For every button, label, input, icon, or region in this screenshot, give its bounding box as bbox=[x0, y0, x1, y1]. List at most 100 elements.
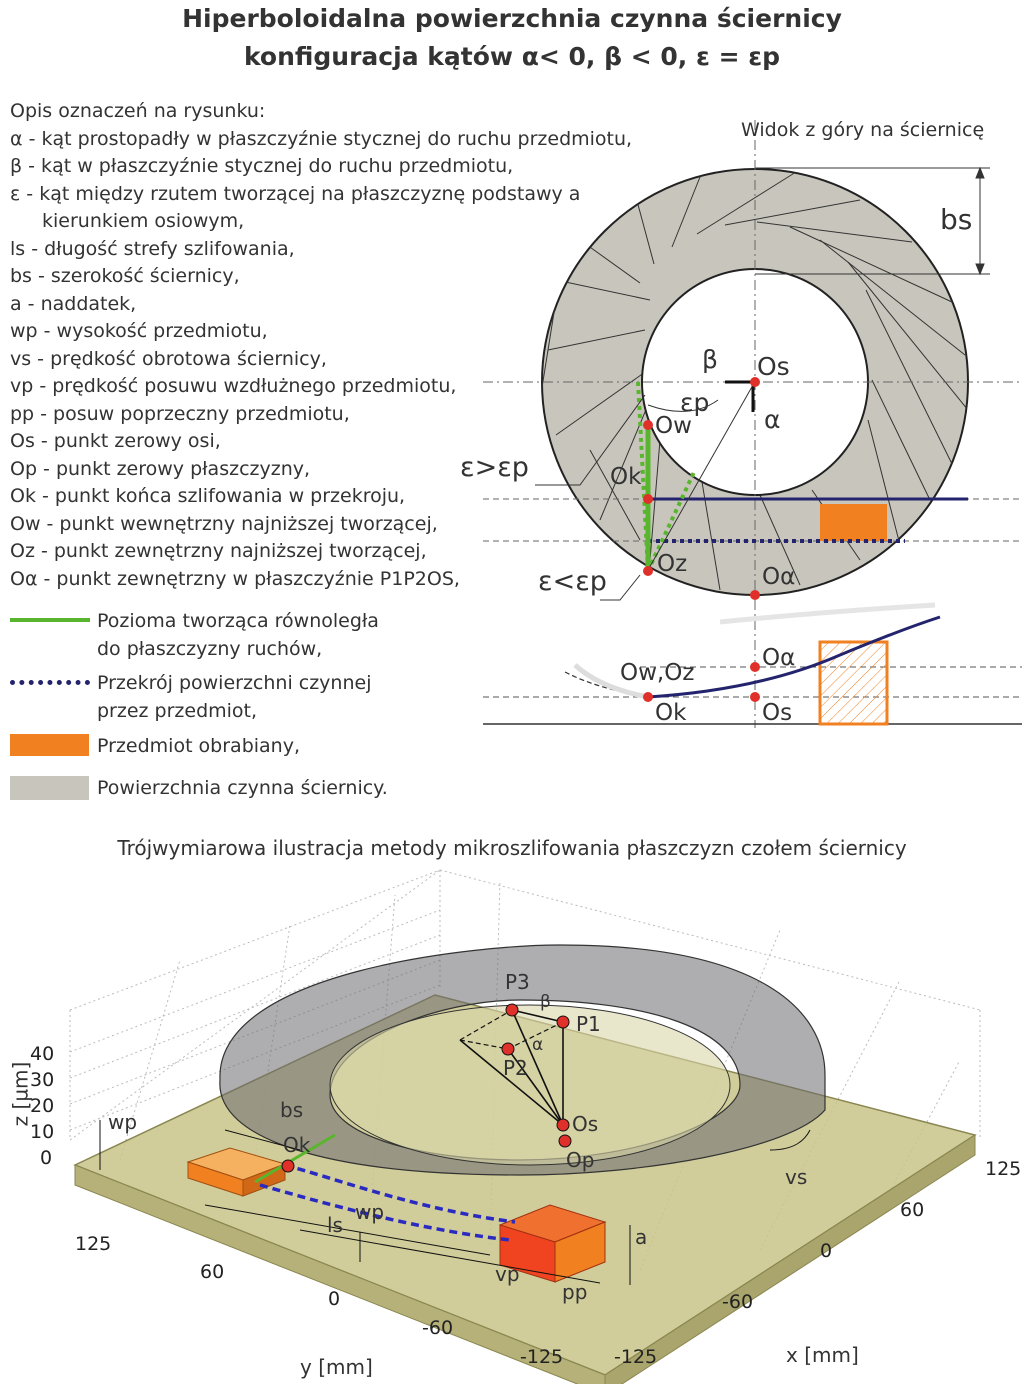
label-ow: Ow bbox=[655, 413, 692, 439]
side-label-oalpha: Oα bbox=[762, 645, 796, 671]
plot3d-title: Trójwymiarowa ilustracja metody mikroszl… bbox=[117, 836, 907, 860]
oalpha-point bbox=[750, 590, 760, 600]
legend-item: bs - szerokość ściernicy, bbox=[10, 265, 240, 287]
legend-item: Ow - punkt wewnętrzny najniższej tworząc… bbox=[10, 512, 438, 535]
oz-point bbox=[643, 566, 653, 576]
plot3d-ticks: 40 30 20 10 0 125 60 0 -60 -125 -125 -60… bbox=[30, 1043, 1021, 1368]
legend-item: α - kąt prostopadły w płaszczyźnie stycz… bbox=[10, 127, 633, 150]
construction-lines bbox=[459, 1009, 564, 1126]
plate-side-left bbox=[74, 1164, 606, 1384]
label-vs-3d: vs bbox=[785, 1165, 808, 1189]
legend-heading: Opis oznaczeń na rysunku: bbox=[10, 100, 266, 122]
legend-item: vs - prędkość obrotowa ściernicy, bbox=[10, 347, 327, 370]
x-tick: -60 bbox=[722, 1291, 753, 1313]
top-view-workpiece bbox=[820, 504, 887, 541]
label-vp-3d: vp bbox=[495, 1262, 520, 1286]
plate-side-right bbox=[604, 1134, 976, 1384]
side-label-ok: Ok bbox=[655, 700, 687, 726]
eps-lt-leader bbox=[600, 574, 641, 601]
label-a-3d: a bbox=[635, 1225, 648, 1249]
label-os: Os bbox=[757, 352, 790, 381]
wheel-inner-disk bbox=[329, 1004, 731, 1166]
y-axis-label: y [mm] bbox=[300, 1355, 373, 1379]
z-tick: 40 bbox=[30, 1043, 54, 1065]
label-pp-3d: pp bbox=[562, 1280, 588, 1304]
x-tick: -125 bbox=[614, 1346, 657, 1368]
label-bs: bs bbox=[940, 203, 973, 236]
orange-swatch bbox=[10, 734, 89, 756]
wheel-generatrix-lines bbox=[542, 171, 968, 591]
x-axis-label: x [mm] bbox=[786, 1343, 859, 1367]
z-tick: 10 bbox=[30, 1121, 54, 1143]
z-tick: 0 bbox=[40, 1147, 52, 1169]
x-tick: 125 bbox=[985, 1158, 1021, 1180]
label-eps-gt: ε>εp bbox=[460, 452, 529, 483]
z-axis-label: z [µm] bbox=[8, 1061, 33, 1127]
ok-point bbox=[643, 494, 653, 504]
eps-gt-leader bbox=[535, 394, 646, 486]
label-ok-3d: Ok bbox=[283, 1133, 311, 1157]
side-label-os: Os bbox=[762, 700, 793, 726]
x-tick: 0 bbox=[820, 1240, 832, 1262]
gray-swatch bbox=[10, 776, 89, 800]
legend-item: ls - długość strefy szlifowania, bbox=[10, 237, 295, 260]
label-p2: P2 bbox=[503, 1056, 528, 1080]
label-ok: Ok bbox=[610, 464, 642, 490]
label-ls-3d: ls bbox=[327, 1213, 343, 1237]
dimension-lines-3d bbox=[99, 1120, 811, 1285]
label-eps-p: εp bbox=[680, 388, 710, 417]
legend-item: Os - punkt zerowy osi, bbox=[10, 430, 221, 452]
os-point bbox=[750, 377, 760, 387]
label-p1: P1 bbox=[576, 1012, 601, 1036]
y-tick: 125 bbox=[75, 1233, 111, 1255]
legend-item: a - naddatek, bbox=[10, 292, 137, 315]
legend-item: vp - prędkość posuwu wzdłużnego przedmio… bbox=[10, 375, 457, 397]
legend-item: Op - punkt zerowy płaszczyzny, bbox=[10, 457, 311, 480]
key-green-1: Pozioma tworząca równoległa bbox=[97, 610, 379, 632]
y-tick: 60 bbox=[200, 1261, 224, 1283]
legend-item: kierunkiem osiowym, bbox=[42, 210, 245, 232]
blue-section-3d-1 bbox=[284, 1163, 516, 1224]
y-tick: 0 bbox=[328, 1288, 340, 1310]
label-beta: β bbox=[702, 345, 718, 374]
label-alpha-3d: α bbox=[532, 1035, 544, 1055]
key-gray: Powierzchnia czynna ściernicy. bbox=[97, 777, 388, 799]
label-wp2-3d: wp bbox=[355, 1200, 385, 1224]
main-title-line-1: Hiperboloidalna powierzchnia czynna ście… bbox=[182, 4, 842, 33]
z-tick: 20 bbox=[30, 1095, 54, 1117]
label-p3: P3 bbox=[505, 970, 530, 994]
label-oalpha: Oα bbox=[762, 564, 796, 590]
green-line-3d bbox=[254, 1133, 336, 1184]
green-line-swatch bbox=[10, 618, 90, 622]
legend-item: wp - wysokość przedmiotu, bbox=[10, 320, 268, 342]
label-wp-3d: wp bbox=[108, 1110, 138, 1134]
main-title-line-2: konfiguracja kątów α< 0, β < 0, ε = εp bbox=[243, 42, 781, 71]
side-view bbox=[483, 602, 1022, 726]
x-tick: 60 bbox=[900, 1199, 924, 1221]
top-view-title: Widok z góry na ściernicę bbox=[741, 119, 985, 141]
plot3d bbox=[69, 869, 981, 1384]
label-os-3d: Os bbox=[572, 1112, 599, 1136]
ow-point bbox=[643, 420, 653, 430]
side-view-workpiece bbox=[818, 640, 889, 726]
side-label-owoz: Ow,Oz bbox=[620, 660, 695, 686]
green-dotted-generatrix-2 bbox=[646, 469, 697, 572]
label-eps-lt: ε<εp bbox=[538, 566, 607, 597]
key-orange: Przedmiot obrabiany, bbox=[97, 735, 301, 757]
y-tick: -60 bbox=[422, 1317, 453, 1339]
legend-item: Oα - punkt zewnętrzny w płaszczyźnie P1P… bbox=[10, 567, 460, 590]
eps-arc bbox=[647, 399, 719, 412]
z-tick: 30 bbox=[30, 1069, 54, 1091]
legend-item: pp - posuw poprzeczny przedmiotu, bbox=[10, 402, 350, 425]
y-tick: -125 bbox=[520, 1346, 563, 1368]
label-op-3d: Op bbox=[566, 1148, 595, 1172]
blue-section-3d-2 bbox=[259, 1183, 511, 1242]
key-blue-1: Przekrój powierzchni czynnej bbox=[97, 672, 372, 694]
bs-dimension bbox=[755, 166, 990, 276]
legend-list: Opis oznaczeń na rysunku: α - kąt prosto… bbox=[10, 98, 632, 593]
legend-item: Ok - punkt końca szlifowania w przekroju… bbox=[10, 485, 406, 507]
blue-dotted-swatch bbox=[10, 680, 90, 685]
eps-line bbox=[647, 384, 754, 571]
label-oz: Oz bbox=[657, 551, 688, 577]
